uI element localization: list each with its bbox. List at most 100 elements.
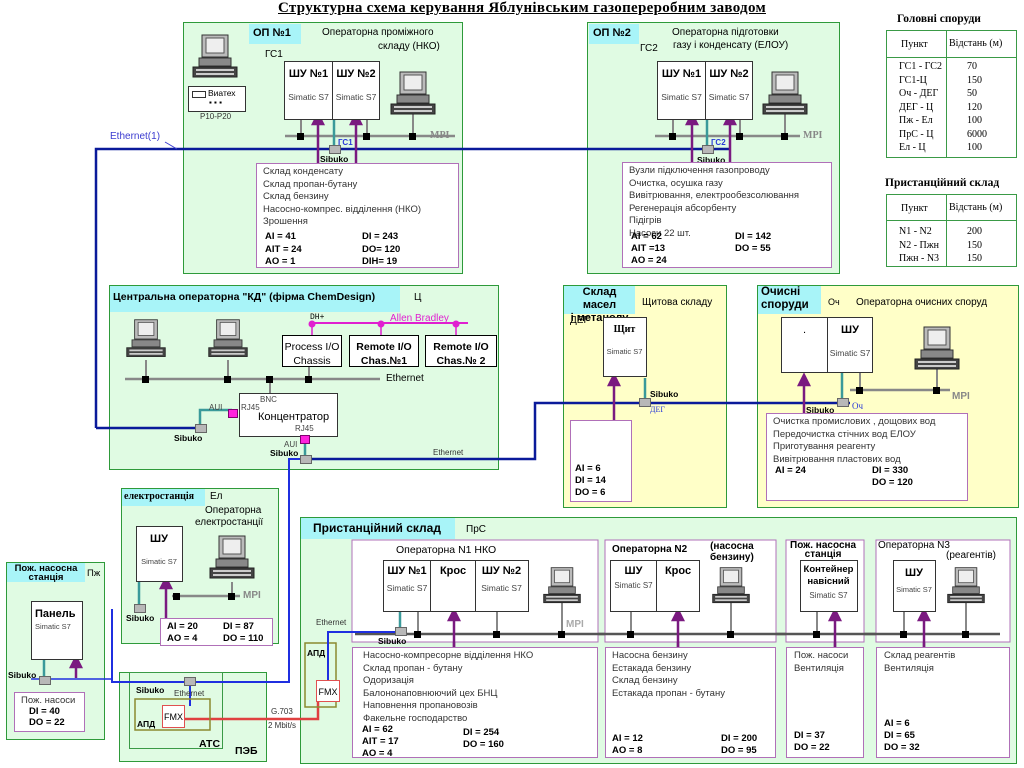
- sibuko-connector-prs[interactable]: [395, 627, 407, 636]
- pzhn-signal-do: DO = 22: [794, 742, 830, 753]
- aui-label: AUI: [284, 440, 298, 449]
- workstation-icon: [208, 534, 256, 585]
- table-cell-point: Ел - Ц: [899, 142, 926, 153]
- n2-item: Насосна бензину: [612, 650, 688, 661]
- n2-signal-ao: AO = 8: [612, 745, 643, 756]
- central-sibuko-label-2: Sibuko: [270, 448, 299, 458]
- workstation-icon: [913, 325, 961, 376]
- ethernet-node: [142, 376, 149, 383]
- op2-signal-do: DO = 55: [735, 243, 771, 254]
- prs-fmx: FMX: [316, 680, 340, 702]
- sibuko-connector-peb[interactable]: [184, 677, 196, 686]
- n1-item: Наповнення пропановозів: [363, 700, 478, 711]
- peb-sibuko-label: Sibuko: [136, 685, 165, 695]
- n2-title: Операторна N2: [612, 544, 688, 555]
- recorder-slot-icon: [192, 91, 206, 98]
- op1-signal-dih: DIH= 19: [362, 256, 398, 267]
- workstation-icon: [761, 70, 809, 121]
- op2-signal-di: DI = 142: [735, 231, 772, 242]
- op1-item: Склад пропан-бутану: [263, 178, 358, 190]
- op1-conn-label: ГС1: [338, 138, 353, 147]
- n2-item: Естакада пропан - бутану: [612, 687, 725, 699]
- deg-sibuko-label: Sibuko: [650, 389, 679, 399]
- n1-signal-ao: AO = 4: [362, 748, 393, 759]
- n2-signal-ai: AI = 12: [612, 733, 643, 744]
- mpi-node: [856, 387, 863, 394]
- op2-item: Вузли підключення газопроводу: [629, 165, 770, 176]
- main-table-title: Головні споруди: [897, 13, 981, 25]
- ethernet-main-label: Ethernet(1): [110, 131, 161, 142]
- sibuko-connector-central[interactable]: [195, 424, 207, 433]
- pzh-signal-di: DI = 40: [29, 706, 60, 717]
- el-signal-ao: AO = 4: [167, 633, 198, 644]
- mpi-node: [781, 133, 788, 140]
- op1-signal-do: DO= 120: [362, 244, 401, 255]
- prs-code: ПрС: [466, 524, 486, 535]
- och-item: Приготування реагенту: [773, 441, 876, 452]
- el-signal-do: DO = 110: [223, 633, 264, 644]
- op1-header: ОП №1: [249, 24, 301, 44]
- prs-apd-label: АПД: [307, 648, 326, 658]
- prs-ethernet-label: Ethernet: [316, 618, 347, 627]
- diagram-title: Структурна схема керування Яблунівським …: [278, 0, 766, 16]
- n3-note: (реагентів): [946, 550, 996, 561]
- op2-subtitle-1: Операторна підготовки: [672, 27, 779, 38]
- n3-title: Операторна N3: [878, 540, 950, 551]
- och-signal-ai: AI = 24: [775, 465, 806, 476]
- sibuko-connector-gs1[interactable]: [329, 145, 341, 154]
- op1-subtitle-2: складу (НКО): [378, 41, 440, 52]
- mpi-node: [409, 133, 416, 140]
- sibuko-connector-och[interactable]: [837, 398, 849, 407]
- op2-item: Очистка, осушка газу: [629, 177, 723, 189]
- n3-info-box: Склад реагентів Вентиляція AI = 6 DI = 6…: [876, 647, 1010, 758]
- n2-item: Естакада бензину: [612, 662, 692, 674]
- op1-item: Склад бензину: [263, 191, 329, 202]
- sibuko-connector-gs2[interactable]: [702, 145, 714, 154]
- table-cell-point: N1 - N2: [899, 226, 932, 237]
- op2-item: Підігрів: [629, 215, 662, 226]
- el-info-box: AI = 20 AO = 4 DI = 87 DO = 110: [160, 618, 273, 646]
- op2-signal-ao: AO = 24: [631, 255, 667, 266]
- op1-signal-ait: AIT = 24: [265, 244, 302, 255]
- bnc-label: BNC: [260, 395, 277, 404]
- n1-item: Балононаповнюючий цех БНЦ: [363, 687, 498, 699]
- n1-item: Склад пропан - бутану: [363, 662, 463, 674]
- pzh-signal-do: DO = 22: [29, 717, 65, 728]
- mpi-node: [228, 593, 235, 600]
- peb-fmx: FMX: [162, 705, 185, 728]
- och-info-box: Очистка промислових , дощових вод Передо…: [766, 413, 968, 501]
- pzh-code: Пж: [87, 568, 101, 579]
- deg-info-box: AI = 6 DI = 14 DO = 6: [570, 420, 632, 502]
- och-subtitle: Операторна очисних споруд: [856, 297, 988, 308]
- pzh-sibuko-label: Sibuko: [8, 670, 37, 680]
- workstation-icon: [204, 318, 252, 363]
- ethernet-node: [224, 376, 231, 383]
- pzhn-item: Пож. насоси: [794, 650, 849, 661]
- mpi-node: [493, 631, 500, 638]
- workstation-icon: [707, 566, 755, 609]
- sibuko-connector-pzh[interactable]: [39, 676, 51, 685]
- och-sibuko-label: Sibuko: [806, 405, 835, 415]
- n3-item: Склад реагентів: [884, 650, 956, 661]
- op2-item: Вивітрювання, електрообезсолювання: [629, 190, 800, 201]
- table-cell-distance: 50: [967, 88, 977, 99]
- sibuko-connector-el[interactable]: [134, 604, 146, 613]
- mpi-node: [558, 631, 565, 638]
- table-cell-distance: 120: [967, 101, 982, 113]
- sibuko-connector-deg[interactable]: [639, 398, 651, 407]
- table-cell-distance: 100: [967, 115, 982, 126]
- sibuko-connector-central-2[interactable]: [300, 455, 312, 464]
- op2-info-box: Вузли підключення газопроводу Очистка, о…: [622, 162, 832, 268]
- el-subtitle-1: Операторна: [205, 505, 262, 516]
- op1-signal-ai: AI = 41: [265, 231, 296, 242]
- op1-item: Насосно-компрес. відділення (НКО): [263, 203, 422, 215]
- prs-mpi-label: MPI: [566, 619, 584, 630]
